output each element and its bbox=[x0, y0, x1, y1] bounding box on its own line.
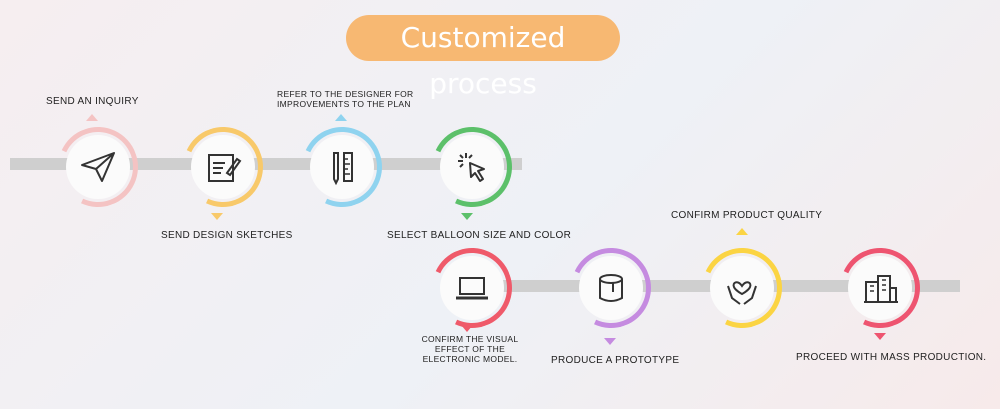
step-4-label: SELECT BALLOON SIZE AND COLOR bbox=[387, 230, 572, 241]
step-4-node bbox=[420, 115, 524, 219]
page-title: Customized process bbox=[346, 15, 620, 100]
design-tools-icon bbox=[333, 152, 353, 186]
step-2-arrow bbox=[211, 213, 223, 220]
step-7-node bbox=[690, 236, 794, 340]
step-5-label: CONFIRM THE VISUAL EFFECT OF THE ELECTRO… bbox=[415, 334, 525, 364]
step-1-node bbox=[46, 115, 150, 219]
step-5-label-line-2: EFFECT OF THE bbox=[434, 344, 506, 354]
step-1-arrow bbox=[86, 114, 98, 121]
process-track-top bbox=[10, 158, 522, 170]
step-2-label: SEND DESIGN SKETCHES bbox=[161, 230, 293, 241]
paper-plane-icon bbox=[81, 152, 115, 182]
paint-bucket-icon bbox=[599, 274, 623, 302]
step-6-label: PRODUCE A PROTOTYPE bbox=[551, 355, 680, 366]
step-3-node bbox=[290, 115, 394, 219]
cursor-click-icon bbox=[458, 153, 485, 182]
step-4-arrow bbox=[461, 213, 473, 220]
step-3-label-line-1: REFER TO THE DESIGNER FOR bbox=[277, 89, 414, 99]
step-5-node bbox=[420, 236, 524, 340]
document-edit-icon bbox=[208, 154, 242, 182]
factory-icon bbox=[864, 275, 898, 303]
step-2-node bbox=[171, 115, 275, 219]
step-1-label: SEND AN INQUIRY bbox=[46, 96, 139, 107]
step-5-label-line-3: ELECTRONIC MODEL. bbox=[422, 354, 518, 364]
step-3-arrow bbox=[335, 114, 347, 121]
step-3-label-line-2: IMPROVEMENTS TO THE PLAN bbox=[277, 99, 411, 109]
step-8-arrow bbox=[874, 333, 886, 340]
step-8-label: PROCEED WITH MASS PRODUCTION. bbox=[796, 352, 987, 363]
step-7-label: CONFIRM PRODUCT QUALITY bbox=[671, 210, 823, 221]
step-6-arrow bbox=[604, 338, 616, 345]
hands-heart-icon bbox=[727, 281, 757, 305]
step-7-arrow bbox=[736, 228, 748, 235]
step-6-node bbox=[559, 236, 663, 340]
step-8-node bbox=[828, 236, 932, 340]
step-3-label: REFER TO THE DESIGNER FOR IMPROVEMENTS T… bbox=[277, 89, 414, 109]
laptop-icon bbox=[456, 277, 488, 300]
step-5-arrow bbox=[461, 325, 473, 332]
step-5-label-line-1: CONFIRM THE VISUAL bbox=[421, 334, 519, 344]
